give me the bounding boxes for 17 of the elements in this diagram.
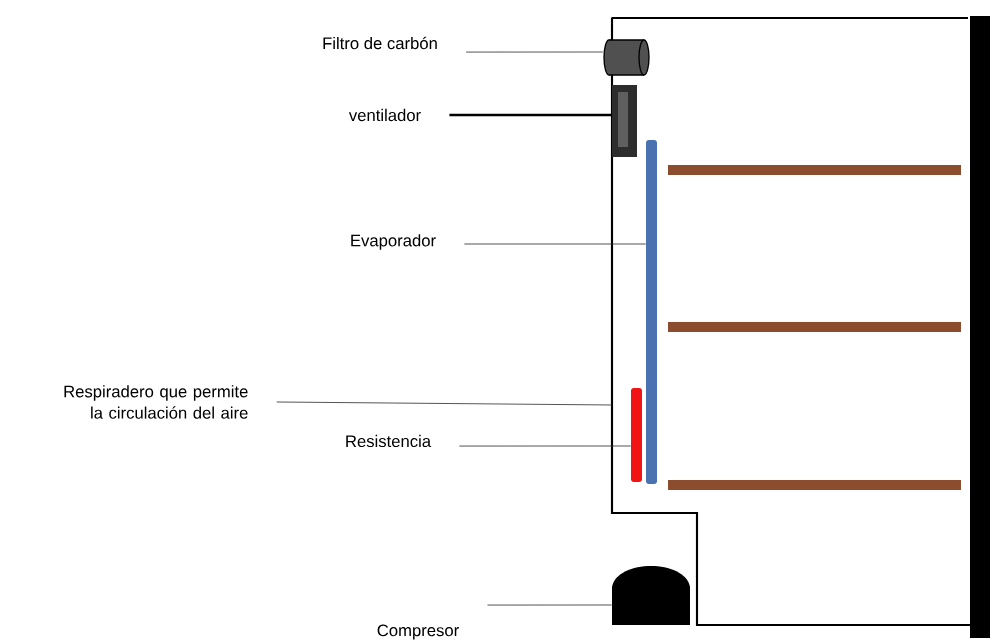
leader-line [465, 51, 604, 53]
leader-line [463, 243, 647, 245]
part-label: Filtro de carbón [323, 36, 437, 50]
leader-line [487, 604, 613, 606]
part-label: Resistencia [346, 434, 432, 448]
evaporator [646, 140, 657, 484]
leader-line [458, 445, 632, 447]
leader-line [276, 401, 613, 406]
part-label: Evaporador [351, 234, 436, 250]
part-label: ventilador [348, 108, 421, 122]
part-label: Respiradero que permite la circulación del aire [64, 385, 248, 419]
compressor [612, 566, 690, 625]
heating-element [631, 388, 642, 482]
carbon-filter [603, 39, 650, 76]
fan [612, 85, 637, 157]
leader-line [449, 113, 612, 117]
part-label: Compresor [377, 624, 459, 640]
